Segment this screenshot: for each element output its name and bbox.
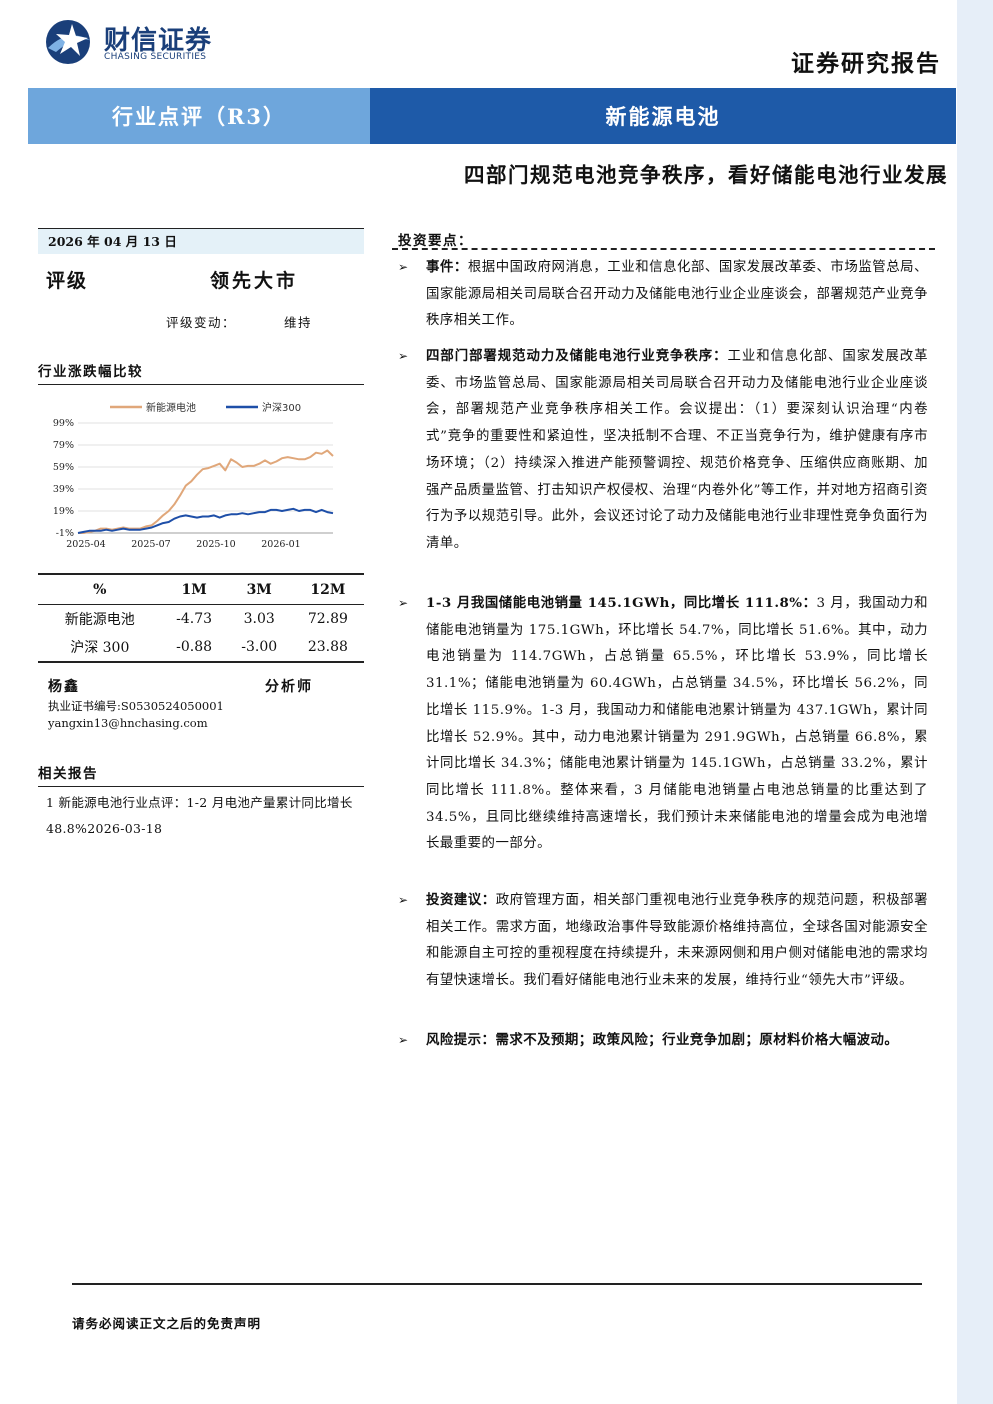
key-point-event: ➢ 事件：根据中国政府网消息，工业和信息化部、国家发展改革委、市场监管总局、国家… xyxy=(398,254,928,335)
table-header-cell: 1M xyxy=(161,573,227,605)
bullet-heading: 事件： xyxy=(426,259,468,275)
chart-series-lines xyxy=(77,449,334,534)
chart-grid xyxy=(78,422,333,534)
key-points-title: 投资要点： xyxy=(398,233,473,249)
brand-name-cn: 财信证券 xyxy=(104,26,213,56)
key-point-regulation: ➢ 四部门部署规范动力及储能电池行业竞争秩序：工业和信息化部、国家发展改革委、市… xyxy=(398,343,928,558)
table-cell-12m: 23.88 xyxy=(291,633,364,663)
arrow-bullet-icon: ➢ xyxy=(398,349,409,363)
rating-value: 领先大市 xyxy=(210,270,299,292)
y-tick-label: 99% xyxy=(53,418,74,429)
table-cell-1m: -0.88 xyxy=(161,633,227,663)
bullet-body: 需求不及预期；政策风险；行业竞争加剧；原材料价格大幅波动。 xyxy=(495,1032,899,1048)
disclaimer-note[interactable]: 请务必阅读正文之后的免责声明 xyxy=(72,1316,262,1331)
series-line-1 xyxy=(77,507,334,534)
footer-divider xyxy=(72,1283,922,1285)
chart-y-ticks: 99% 79% 59% 39% 19% -1% xyxy=(53,418,74,539)
analyst-name: 杨鑫 xyxy=(48,679,80,695)
performance-table: % 1M 3M 12M 新能源电池 -4.73 3.03 72.89 沪深 30… xyxy=(38,573,364,663)
table-row: 新能源电池 -4.73 3.03 72.89 xyxy=(38,605,364,634)
bullet-body: 根据中国政府网消息，工业和信息化部、国家发展改革委、市场监管总局、国家能源局相关… xyxy=(426,260,929,329)
key-point-risk: ➢ 风险提示：需求不及预期；政策风险；行业竞争加剧；原材料价格大幅波动。 xyxy=(398,1027,928,1055)
bullet-body: 3 月，我国动力和储能电池销量为 175.1GWh，环比增长 54.7%，同比增… xyxy=(426,596,928,852)
bullet-heading: 投资建议： xyxy=(426,892,496,908)
page-side-strip xyxy=(957,0,993,1404)
legend-label-series-0: 新能源电池 xyxy=(146,401,196,414)
y-tick-label: 79% xyxy=(53,440,74,451)
table-cell-12m: 72.89 xyxy=(307,611,348,627)
y-tick-label: 59% xyxy=(53,462,74,473)
x-tick-label: 2026-01 xyxy=(261,539,300,550)
table-header-cell: % xyxy=(38,573,162,605)
x-tick-label: 2025-04 xyxy=(66,539,105,550)
arrow-bullet-icon: ➢ xyxy=(398,596,409,610)
industry-band: 新能源电池 xyxy=(370,88,956,144)
analyst-email[interactable]: yangxin13@hnchasing.com xyxy=(48,716,208,730)
report-headline: 四部门规范电池竞争秩序，看好储能电池行业发展 xyxy=(464,163,948,187)
brand-name-en: CHASING SECURITIES xyxy=(104,52,207,62)
bullet-heading: 1-3 月我国储能电池销量 145.1GWh，同比增长 111.8%： xyxy=(426,595,817,611)
table-header-cell: 3M xyxy=(226,573,292,605)
key-point-investment-advice: ➢ 投资建议：政府管理方面，相关部门重视电池行业竞争秩序的规范问题，积极部署相关… xyxy=(398,887,928,995)
table-cell-name: 新能源电池 xyxy=(64,612,135,628)
rating-label: 评级 xyxy=(46,270,89,292)
table-cell-1m: -4.73 xyxy=(176,611,213,627)
report-type: 证券研究报告 xyxy=(791,50,941,77)
chart-legend: 新能源电池 沪深300 xyxy=(110,401,301,414)
key-points-divider xyxy=(392,248,935,250)
analyst-role: 分析师 xyxy=(265,679,313,695)
table-row: 沪深 300 -0.88 -3.00 23.88 xyxy=(38,633,364,663)
chart-section-title: 行业涨跌幅比较 xyxy=(38,360,364,385)
bullet-heading: 四部门部署规范动力及储能电池行业竞争秩序： xyxy=(426,348,728,364)
arrow-bullet-icon: ➢ xyxy=(398,893,409,907)
analyst-cert: 执业证书编号:S0530524050001 xyxy=(48,699,224,713)
table-cell-3m: -3.00 xyxy=(226,633,292,663)
bullet-heading: 风险提示： xyxy=(426,1032,496,1048)
rating-change-value: 维持 xyxy=(284,315,313,330)
report-date: 2026 年 04 月 13 日 xyxy=(38,228,364,254)
related-report-item[interactable]: 1 新能源电池行业点评：1-2 月电池产量累计同比增长 48.8%2026-03… xyxy=(46,795,353,836)
table-header-row: % 1M 3M 12M xyxy=(38,573,364,605)
chasing-logo-icon xyxy=(46,20,90,64)
y-tick-label: -1% xyxy=(56,528,74,539)
y-tick-label: 19% xyxy=(53,506,74,517)
bullet-body: 工业和信息化部、国家发展改革委、市场监管总局、国家能源局相关司局联合召开动力及储… xyxy=(426,349,929,551)
arrow-bullet-icon: ➢ xyxy=(398,260,409,274)
table-cell-3m: 3.03 xyxy=(243,611,275,627)
x-tick-label: 2025-10 xyxy=(196,539,235,550)
related-reports-title: 相关报告 xyxy=(38,762,364,787)
bullet-body: 政府管理方面，相关部门重视电池行业竞争秩序的规范问题，积极部署相关工作。需求方面… xyxy=(426,893,929,989)
table-header-cell: 12M xyxy=(291,573,364,605)
x-tick-label: 2025-07 xyxy=(131,539,170,550)
y-tick-label: 39% xyxy=(53,484,74,495)
table-cell-name: 沪深 300 xyxy=(38,633,162,663)
legend-label-series-1: 沪深300 xyxy=(262,401,301,414)
arrow-bullet-icon: ➢ xyxy=(398,1033,409,1047)
series-line-0 xyxy=(78,449,334,534)
report-category-band: 行业点评（R3） xyxy=(28,88,370,144)
key-point-sales: ➢ 1-3 月我国储能电池销量 145.1GWh，同比增长 111.8%：3 月… xyxy=(398,590,928,858)
chart-x-ticks: 2025-04 2025-07 2025-10 2026-01 xyxy=(66,539,300,550)
rating-change-label: 评级变动： xyxy=(166,315,237,330)
